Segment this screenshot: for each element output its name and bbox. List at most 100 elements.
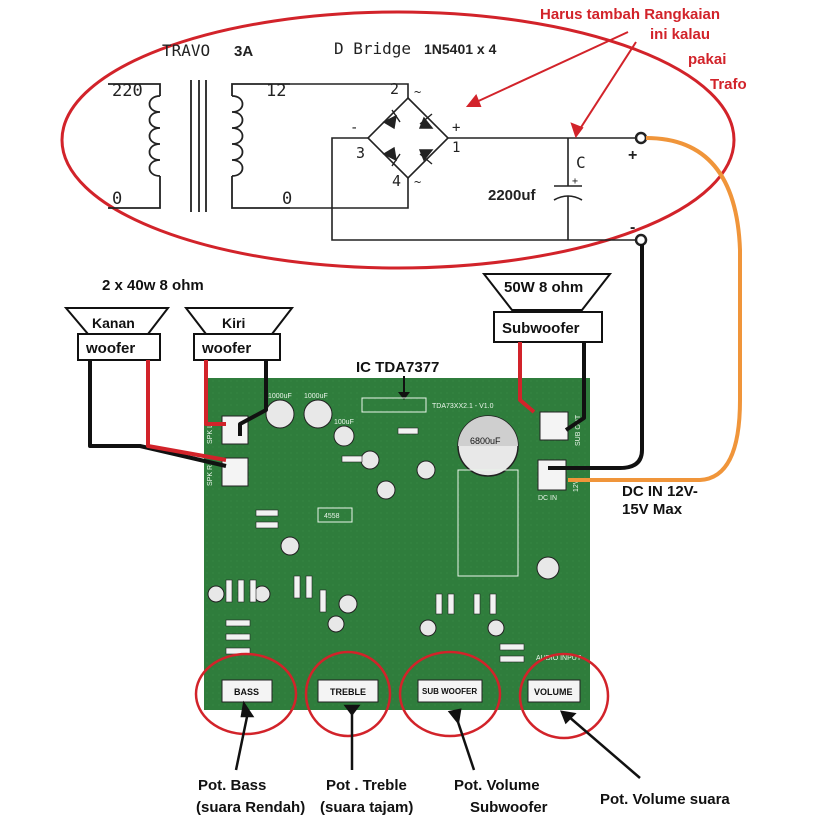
pot-bass[interactable]: BASS	[221, 679, 273, 703]
bridge-pin-1: 1	[452, 140, 460, 156]
secondary-zero-label: 0	[282, 189, 292, 209]
pot-subwoofer[interactable]: SUB WOOFER	[417, 679, 483, 703]
bridge-ac-bottom: ~	[414, 175, 421, 189]
dc-input-line-1: DC IN 12V-	[622, 483, 698, 500]
bridge-plus: +	[452, 120, 460, 136]
cap-small-h	[253, 585, 271, 603]
bridge-minus: -	[350, 120, 358, 136]
dc-in-label: DC IN	[538, 495, 557, 502]
ic-4558-label: 4558	[324, 513, 340, 520]
amplifier-pcb: IC TDA7377 TDA73XX2.1 - V1.0 SPK L SPK R…	[204, 359, 590, 710]
speaker-subwoofer: 50W 8 ohm Subwoofer	[481, 273, 613, 343]
cap-small-i	[338, 594, 358, 614]
primary-zero-label: 0	[112, 189, 122, 209]
speaker-left-type: woofer	[201, 340, 251, 357]
subwoofer-name: Subwoofer	[502, 320, 580, 337]
annotation-arrows	[465, 31, 637, 139]
annotation-line-2: ini kalau	[650, 26, 710, 43]
output-minus-terminal	[634, 233, 648, 247]
bridge-title: D Bridge	[334, 39, 411, 58]
speaker-right: Kanan woofer	[63, 307, 171, 361]
speaker-wires	[88, 136, 742, 482]
pcb-board	[204, 378, 590, 710]
output-minus-label: -	[630, 219, 635, 236]
pot-bass-caption-2: (suara Rendah)	[196, 799, 305, 816]
sub-out-connector	[539, 411, 569, 441]
pot-treble-label: TREBLE	[330, 687, 366, 697]
spk-l-label: SPK L	[207, 424, 214, 444]
spk-r-label: SPK R	[207, 465, 214, 486]
pot-volume-label: VOLUME	[534, 687, 573, 697]
pot-volume[interactable]: VOLUME	[527, 679, 581, 703]
cap-100-c	[416, 460, 436, 480]
annotation-line-3: pakai	[688, 51, 726, 68]
capacitor-label: C	[576, 153, 586, 172]
speaker-right-type: woofer	[85, 340, 135, 357]
cap-1000-a-label: 1000uF	[268, 393, 292, 400]
cap-100-a	[333, 425, 355, 447]
bridge-pin-4: 4	[392, 172, 401, 190]
primary-voltage-label: 220	[112, 81, 143, 101]
pot-treble[interactable]: TREBLE	[317, 679, 379, 703]
pot-treble-caption-2: (suara tajam)	[320, 799, 413, 816]
highlight-ellipse	[60, 10, 736, 270]
cap-100-b	[360, 450, 380, 470]
power-supply-section: TRAVO 3A 220 0 12 0	[60, 6, 747, 270]
pot-bass-label: BASS	[234, 687, 259, 697]
bridge-wiring	[290, 83, 640, 241]
capacitor-plus: +	[572, 176, 578, 187]
cap-small-l	[487, 619, 505, 637]
dc-in-connector	[537, 459, 567, 491]
transformer-title: TRAVO	[162, 41, 210, 60]
speaker-left-name: Kiri	[222, 315, 245, 331]
v12-label: 12V	[573, 479, 580, 492]
cap-small-k	[419, 619, 437, 637]
cap-1000-b	[303, 399, 333, 429]
annotation-line-4: Trafo	[710, 76, 747, 93]
audio-input-label: AUDIO INPUT	[536, 655, 582, 662]
resistor-array	[225, 427, 525, 663]
cap-small-f	[536, 556, 560, 580]
pot-highlights	[194, 650, 610, 740]
pot-subwoofer-highlight	[398, 650, 502, 738]
bridge-pin-3: 3	[356, 144, 365, 162]
heatsink-outline	[457, 469, 519, 577]
pot-bass-caption-1: Pot. Bass	[198, 777, 266, 794]
speaker-pair-rating: 2 x 40w 8 ohm	[102, 277, 204, 294]
output-plus-label: +	[628, 147, 637, 164]
pot-subwoofer-label: SUB WOOFER	[422, 687, 477, 696]
cap-100-a-label: 100uF	[334, 419, 354, 426]
ic-pointer-head	[398, 392, 410, 400]
board-silk-title: TDA73XX2.1 - V1.0	[432, 403, 494, 410]
cap-100-d	[376, 480, 396, 500]
spk-r-connector	[221, 457, 249, 487]
speakers-section: 2 x 40w 8 ohm Kanan woofer Kiri woofer 5…	[63, 273, 613, 361]
pot-bass-highlight	[194, 652, 298, 736]
ic-header	[361, 397, 427, 413]
big-capacitor-value: 6800uF	[470, 436, 501, 446]
bridge-pin-2: 2	[390, 80, 399, 98]
secondary-voltage-label: 12	[266, 81, 286, 101]
ic-label: IC TDA7377	[356, 359, 439, 376]
pot-volume-highlight	[518, 652, 610, 740]
dc-input-line-2: 15V Max	[622, 501, 683, 518]
pot-pointers	[234, 700, 641, 779]
cap-small-g	[207, 585, 225, 603]
pot-treble-caption-1: Pot . Treble	[326, 777, 407, 794]
pot-subwoofer-caption-1: Pot. Volume	[454, 777, 540, 794]
transformer	[108, 80, 290, 212]
bridge-part: 1N5401 x 4	[424, 41, 497, 57]
bridge-ac-top: ~	[414, 85, 421, 99]
speaker-left: Kiri woofer	[183, 307, 295, 361]
cap-1000-b-label: 1000uF	[304, 393, 328, 400]
pot-volume-caption: Pot. Volume suara	[600, 791, 730, 808]
speaker-right-name: Kanan	[92, 315, 135, 331]
cap-small-e	[280, 536, 300, 556]
transformer-rating: 3A	[234, 43, 253, 60]
ic-4558	[317, 507, 353, 523]
sub-out-label: SUB OUT	[575, 414, 582, 446]
subwoofer-rating: 50W 8 ohm	[504, 279, 583, 296]
cap-1000-a	[265, 399, 295, 429]
pot-subwoofer-caption-2: Subwoofer	[470, 799, 548, 816]
